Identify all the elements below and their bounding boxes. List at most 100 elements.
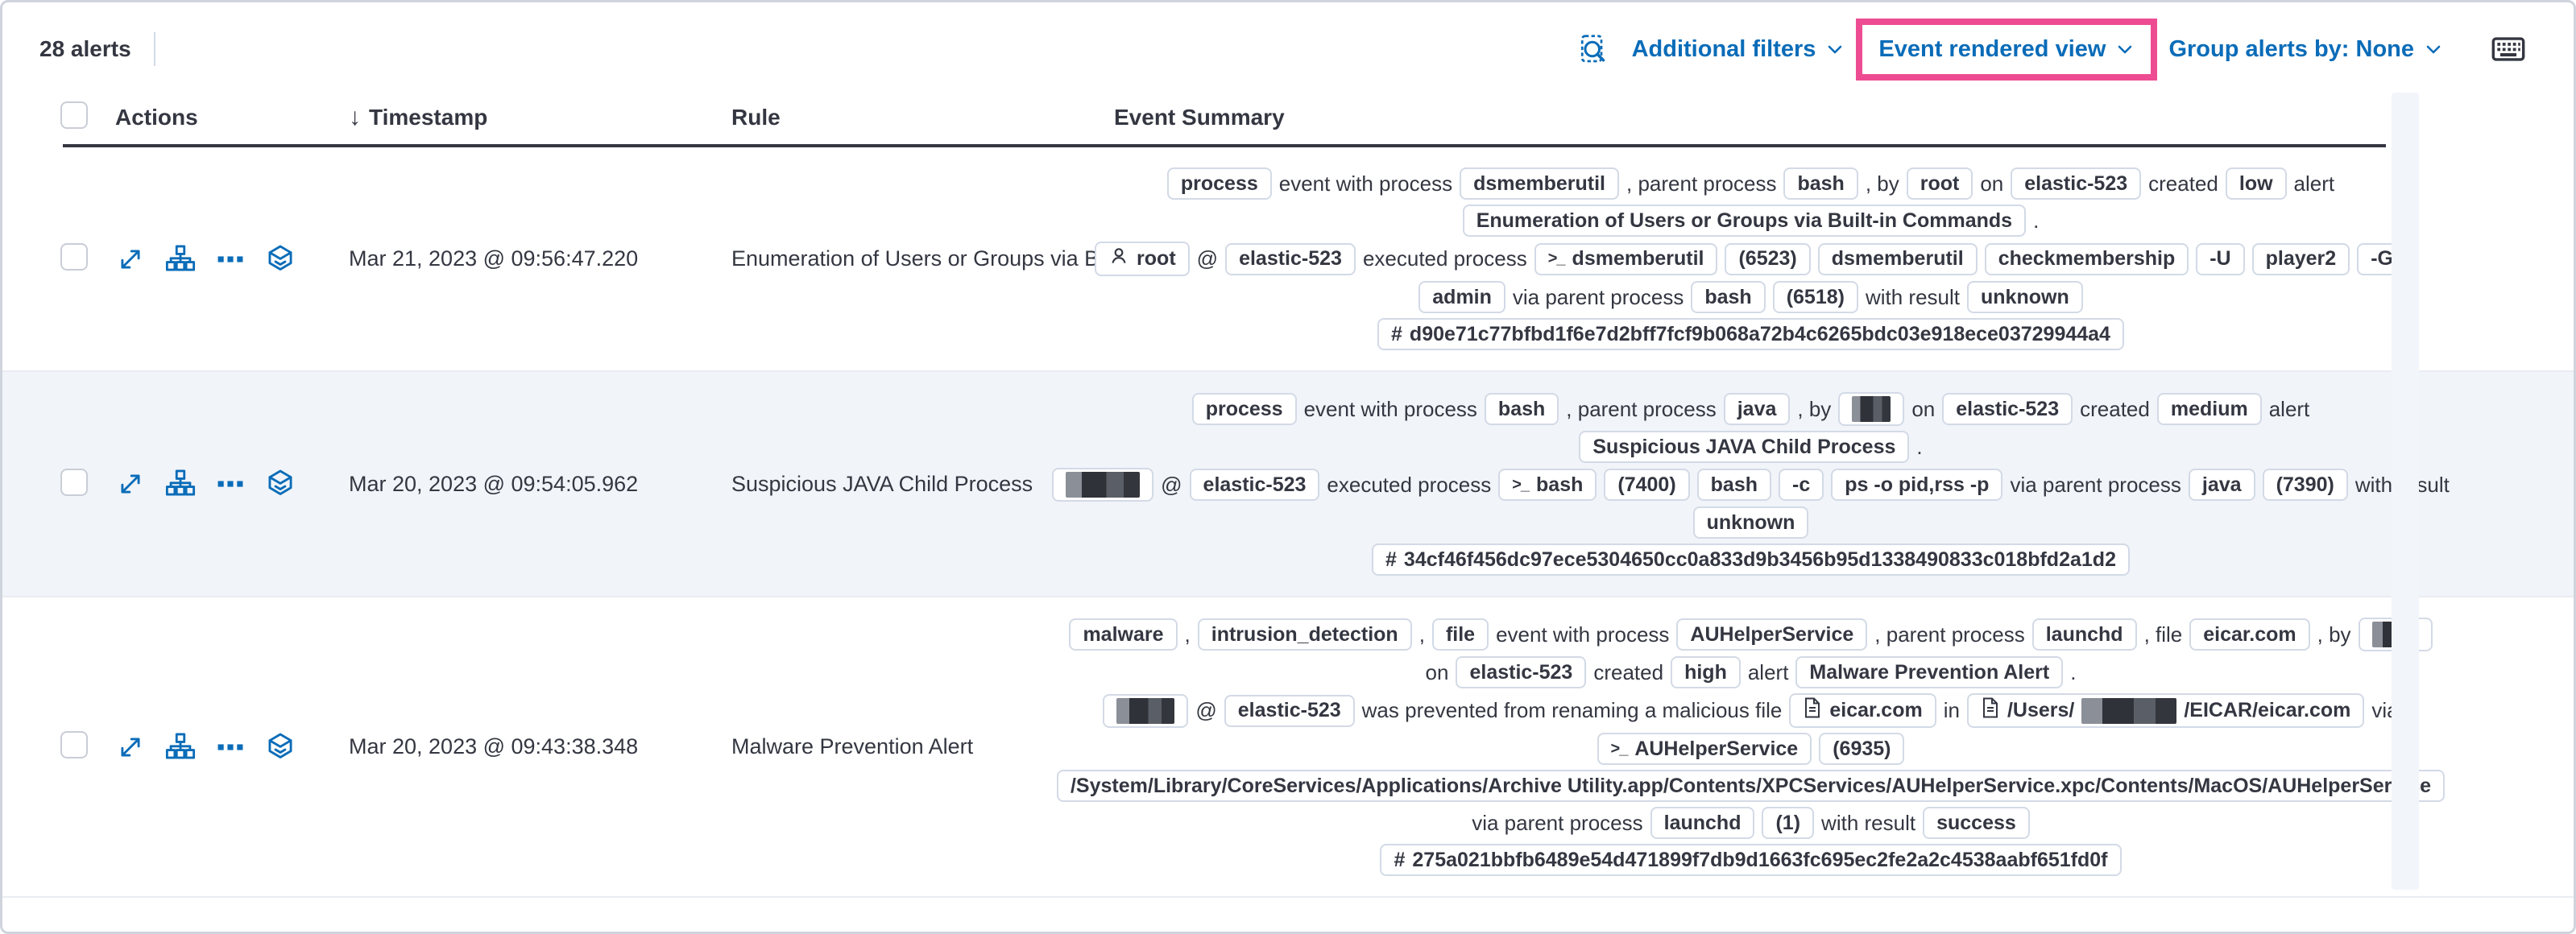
summary-badge[interactable]: elastic-523 [1942, 393, 2073, 425]
summary-badge[interactable]: (7400) [1604, 469, 1690, 501]
summary-badge[interactable]: -U [2196, 242, 2245, 275]
summary-badge[interactable]: success [1923, 807, 2030, 839]
summary-badge[interactable]: eicar.com [1789, 693, 1936, 728]
summary-badge[interactable]: AUHelperService [1676, 618, 1868, 651]
summary-badge[interactable] [1838, 392, 1905, 426]
summary-badge[interactable]: bash [1484, 393, 1559, 425]
summary-badge[interactable]: unknown [1967, 281, 2083, 313]
summary-text: with result [1865, 284, 1961, 309]
summary-badge[interactable]: low [2225, 167, 2287, 200]
summary-badge[interactable]: root [1095, 242, 1190, 276]
summary-badge[interactable]: elastic-523 [1225, 242, 1356, 275]
inspect-button[interactable] [1577, 33, 1609, 65]
summary-badge[interactable]: (6518) [1772, 281, 1858, 313]
alert-actions [115, 732, 349, 762]
summary-badge[interactable]: dsmemberutil [1817, 242, 1978, 275]
investigate-in-timeline-button[interactable] [265, 469, 296, 499]
analyzer-icon [165, 469, 196, 496]
column-header-timestamp[interactable]: ↓ Timestamp [349, 104, 488, 130]
analyze-event-button[interactable] [165, 244, 196, 275]
summary-badge[interactable]: high [1671, 656, 1741, 688]
redacted-text [2081, 697, 2177, 724]
summary-badge[interactable]: Enumeration of Users or Groups via Built… [1462, 205, 2027, 237]
summary-badge[interactable]: unknown [1692, 506, 1809, 539]
summary-badge[interactable]: admin [1418, 281, 1505, 313]
summary-badge[interactable]: >_AUHelperService [1597, 733, 1812, 765]
summary-badge[interactable]: Malware Prevention Alert [1795, 656, 2064, 688]
column-header-event-summary: Event Summary [1114, 105, 1285, 130]
timeline-icon [268, 733, 292, 758]
select-alert-checkbox[interactable] [60, 243, 88, 271]
summary-badge[interactable]: (6935) [1819, 733, 1905, 765]
analyze-event-button[interactable] [165, 469, 196, 499]
select-alert-checkbox[interactable] [60, 731, 88, 758]
summary-badge[interactable] [1103, 693, 1189, 728]
summary-badge[interactable]: elastic-523 [1224, 694, 1355, 727]
summary-badge[interactable]: (6523) [1725, 242, 1811, 275]
summary-text: . [2033, 208, 2040, 233]
investigate-in-timeline-button[interactable] [265, 244, 296, 275]
keyboard-shortcuts-button[interactable] [2490, 31, 2527, 68]
summary-badge[interactable]: launchd [2031, 618, 2137, 651]
summary-badge[interactable]: -c [1779, 469, 1824, 501]
group-alerts-button[interactable]: Group alerts by: None [2168, 36, 2443, 63]
summary-badge[interactable]: /Users//EICAR/eicar.com [1966, 693, 2365, 728]
select-alert-checkbox[interactable] [60, 468, 88, 496]
more-actions-button[interactable] [215, 732, 246, 762]
summary-badge[interactable]: #d90e71c77bfbd1f6e7d2bff7fcf9b068a72b4c6… [1377, 318, 2124, 350]
summary-badge[interactable]: (7390) [2262, 469, 2348, 501]
summary-badge[interactable]: #34cf46f456dc97ece5304650cc0a833d9b3456b… [1372, 543, 2130, 576]
summary-badge[interactable]: Suspicious JAVA Child Process [1579, 431, 1910, 463]
summary-text: , by [2317, 622, 2351, 647]
summary-badge[interactable]: malware [1069, 618, 1178, 651]
investigate-in-timeline-button[interactable] [265, 732, 296, 762]
alert-row: Mar 21, 2023 @ 09:56:47.220 Enumeration … [2, 147, 2574, 372]
summary-badge[interactable]: /System/Library/CoreServices/Application… [1056, 770, 2446, 802]
analyze-event-button[interactable] [165, 732, 196, 762]
summary-badge[interactable]: bash [1691, 281, 1766, 313]
summary-badge[interactable]: >_bash [1498, 469, 1597, 501]
view-selector-button[interactable]: Event rendered view [1878, 36, 2135, 63]
summary-badge[interactable]: ps -o pid,rss -p [1831, 469, 2003, 501]
summary-text: was prevented from renaming a malicious … [1361, 698, 1783, 722]
summary-badge[interactable]: java [2188, 469, 2255, 501]
additional-filters-button[interactable]: Additional filters [1632, 36, 1845, 63]
summary-badge[interactable]: elastic-523 [1189, 469, 1320, 501]
more-actions-button[interactable] [215, 244, 246, 275]
alert-timestamp: Mar 20, 2023 @ 09:54:05.962 [349, 471, 639, 496]
summary-badge[interactable]: eicar.com [2189, 618, 2310, 651]
select-all-checkbox[interactable] [60, 101, 88, 129]
summary-text: on [1425, 659, 1449, 684]
summary-badge[interactable]: process [1191, 393, 1297, 425]
summary-badge[interactable]: (1) [1762, 807, 1815, 839]
summary-badge[interactable]: elastic-523 [1456, 656, 1587, 688]
summary-badge[interactable]: elastic-523 [2011, 167, 2142, 200]
expand-alert-button[interactable] [115, 244, 146, 275]
summary-badge[interactable]: launchd [1650, 807, 1755, 839]
summary-badge[interactable]: intrusion_detection [1197, 618, 1412, 651]
summary-badge[interactable]: root [1906, 167, 1973, 200]
summary-badge[interactable]: player2 [2251, 242, 2350, 275]
expand-alert-button[interactable] [115, 469, 146, 499]
summary-badge[interactable]: process [1166, 167, 1272, 200]
sort-descending-icon: ↓ [349, 104, 361, 130]
summary-badge[interactable]: checkmembership [1984, 242, 2189, 275]
scrollbar-track[interactable] [2392, 93, 2419, 890]
summary-badge[interactable]: dsmemberutil [1460, 167, 1620, 200]
summary-badge[interactable]: #275a021bbfb6489e54d471899f7db9d1663fc69… [1380, 844, 2122, 876]
more-actions-icon [217, 743, 243, 750]
summary-badge[interactable]: file [1431, 618, 1489, 651]
expand-alert-button[interactable] [115, 732, 146, 762]
more-actions-button[interactable] [215, 469, 246, 499]
alerts-toolbar: 28 alerts Additional filters Event rende… [2, 2, 2574, 96]
summary-badge[interactable]: bash [1783, 167, 1858, 200]
summary-badge[interactable]: medium [2156, 393, 2262, 425]
summary-badge[interactable]: java [1723, 393, 1791, 425]
summary-badge[interactable]: bash [1696, 469, 1772, 501]
summary-badge[interactable] [1052, 468, 1154, 502]
summary-badge[interactable]: >_dsmemberutil [1534, 242, 1718, 275]
